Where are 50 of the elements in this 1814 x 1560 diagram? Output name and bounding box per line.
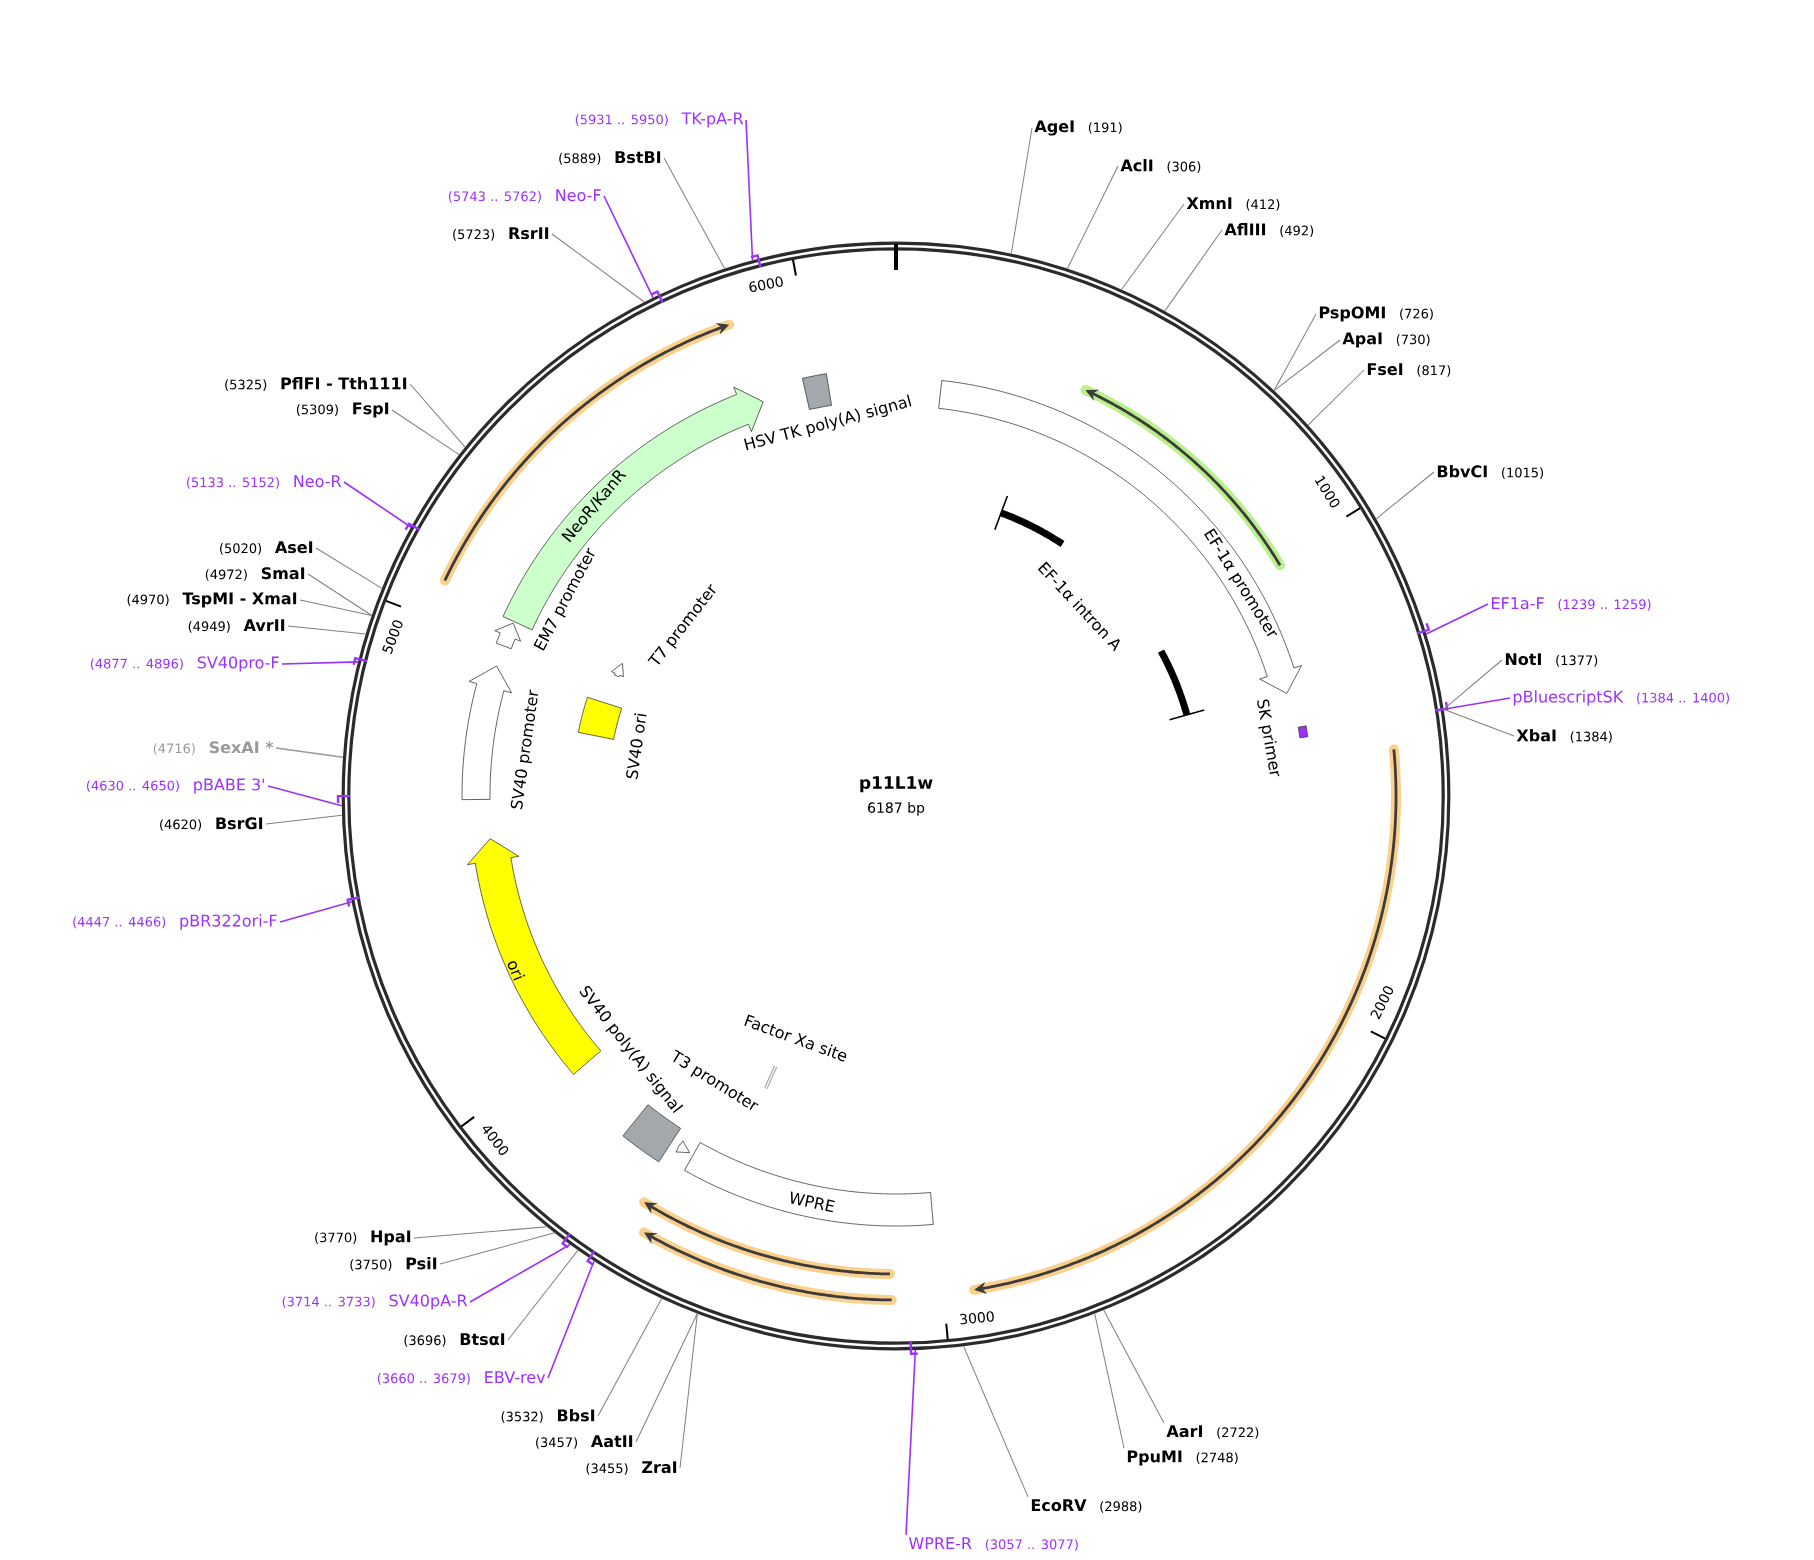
leader-line xyxy=(1307,369,1365,426)
promoter-feature: SV40 promoter xyxy=(461,665,539,810)
leader-line xyxy=(1442,697,1511,711)
leader-line xyxy=(547,1260,595,1379)
leader-line xyxy=(413,1226,548,1239)
leader-line xyxy=(275,747,344,759)
leader-line xyxy=(1094,1313,1125,1449)
origin-box: SV40 ori xyxy=(577,696,647,779)
orf-feature xyxy=(639,1227,897,1305)
leader-line xyxy=(1425,603,1489,635)
leader-line xyxy=(1273,313,1317,392)
element-box: WPRE xyxy=(684,1142,934,1227)
leader-line xyxy=(281,661,359,665)
leader-line xyxy=(279,900,353,923)
leader-line xyxy=(905,1349,917,1536)
leader-line xyxy=(1375,471,1435,520)
leader-line xyxy=(1443,708,1515,737)
leader-line xyxy=(663,157,726,270)
leader-line xyxy=(597,1297,663,1417)
leader-line xyxy=(307,573,373,616)
site-mark: Factor Xa site xyxy=(744,1014,847,1090)
leader-line xyxy=(267,785,343,807)
leader-line xyxy=(1121,203,1185,291)
orf-feature xyxy=(1080,385,1286,571)
leader-line xyxy=(1273,339,1341,392)
leader-line xyxy=(963,1345,1029,1498)
leader-line xyxy=(469,1243,571,1303)
leader-line xyxy=(1066,165,1119,270)
leader-line xyxy=(507,1249,579,1341)
leader-line xyxy=(679,1313,698,1469)
leader-line xyxy=(343,481,412,528)
leader-line xyxy=(287,625,367,635)
leader-line xyxy=(1010,127,1033,255)
node-label: SK primer xyxy=(1257,699,1280,777)
leader-line xyxy=(635,1313,698,1443)
leader-line xyxy=(409,383,466,448)
leader-line xyxy=(315,547,383,589)
leader-line xyxy=(299,599,373,616)
leader-line xyxy=(603,195,654,299)
leader-line xyxy=(391,409,460,456)
leader-line xyxy=(265,814,343,825)
leader-line xyxy=(1164,229,1223,312)
leader-line xyxy=(745,119,754,262)
primer-feature: SK primer xyxy=(1257,699,1309,777)
leader-line xyxy=(439,1232,556,1265)
leader-line xyxy=(551,233,645,303)
node-label: SV40 promoter xyxy=(510,689,539,810)
leader-line xyxy=(1103,1309,1165,1424)
leader-line xyxy=(1443,659,1503,710)
node-label: SV40 ori xyxy=(626,713,647,780)
